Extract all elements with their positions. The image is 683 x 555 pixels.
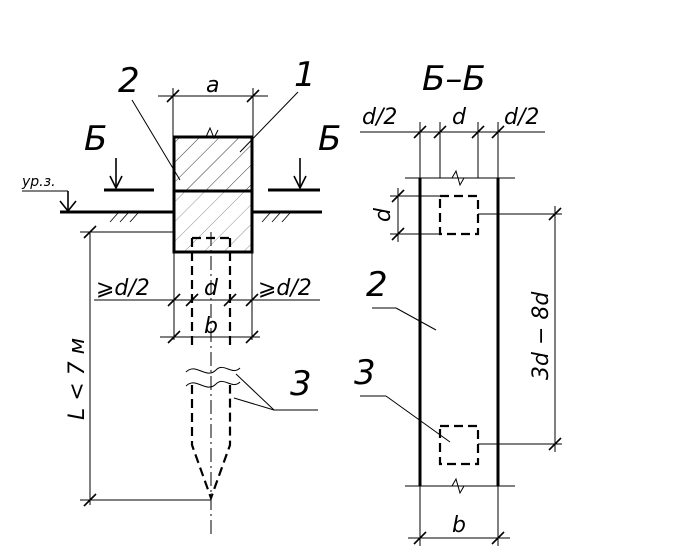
section-view: Б–Б d/2 d d/2 d [354,59,562,546]
ground-hatch-left [109,212,139,223]
section-break-mark-top [451,169,465,187]
tick-row-2 [185,293,199,307]
column-break-mark [205,126,219,140]
section-arrow-right-head [293,175,307,190]
tick-spacing-top [548,207,562,221]
section-break-mark-bottom [451,477,465,495]
label-d-row: d [204,276,219,301]
label-b-left: b [204,314,218,339]
callout-3-leader-b [233,397,275,411]
bolt-break-mark-1 [185,366,241,374]
callout-2-section-leader [395,307,437,331]
label-b-section: b [452,513,466,538]
tick-b-section-right [491,531,505,545]
section-letter-right: Б [318,119,341,159]
tick-L-bottom [83,493,97,507]
bolt-square-top [438,194,480,236]
callout-3-section-label: 3 [354,353,376,393]
label-sec-d-half-left: d/2 [362,105,397,130]
label-ground-level: ур.з. [21,174,56,190]
label-length: L < 7 м [65,338,90,420]
label-a: a [206,73,219,98]
ground-hatch-right [261,212,291,223]
tick-spacing-bottom [548,437,562,451]
label-ge-d-half-left: ⩾d/2 [96,276,150,301]
callout-3-label-left: 3 [290,364,312,404]
label-ge-d-half-right: ⩾d/2 [258,276,312,301]
callout-2-section-label: 2 [366,265,388,305]
label-sec-d-half-right: d/2 [504,105,539,130]
tick-L-top [83,225,97,239]
section-title: Б–Б [422,59,486,99]
bolt-square-bottom [438,424,480,466]
tick-sec-2 [433,125,447,139]
label-sec-d-vert: d [371,207,396,222]
tick-sec-d-bottom [391,227,405,241]
callout-2-leader [131,99,181,181]
callout-3-section-leader [385,395,451,443]
callout-3-leader-a [235,373,275,411]
tick-a-right [246,89,260,103]
footing [172,189,254,254]
tick-sec-3 [471,125,485,139]
tick-sec-4 [491,125,505,139]
tick-b-left-2 [245,330,259,344]
tick-row-1 [167,293,181,307]
elevation-view: a ур.з. Б Б [21,55,341,535]
column-hatch [174,137,252,191]
ground-level-arrow [59,200,77,213]
callout-1-label: 1 [294,55,316,95]
footing-hatch [174,191,252,252]
callout-1-leader [239,91,299,153]
tick-sec-1 [413,125,427,139]
tick-sec-d-top [391,189,405,203]
section-letter-left: Б [84,119,107,159]
tick-row-4 [245,293,259,307]
callout-2-label: 2 [118,61,140,101]
label-sec-d: d [452,105,467,130]
label-spacing: 3d − 8d [529,291,554,380]
tick-b-section-left [413,531,427,545]
tick-a-left [166,89,180,103]
bolt-break-mark-2 [185,380,241,388]
section-arrow-left-head [109,175,123,190]
tick-b-left-1 [167,330,181,344]
tick-row-3 [223,293,237,307]
